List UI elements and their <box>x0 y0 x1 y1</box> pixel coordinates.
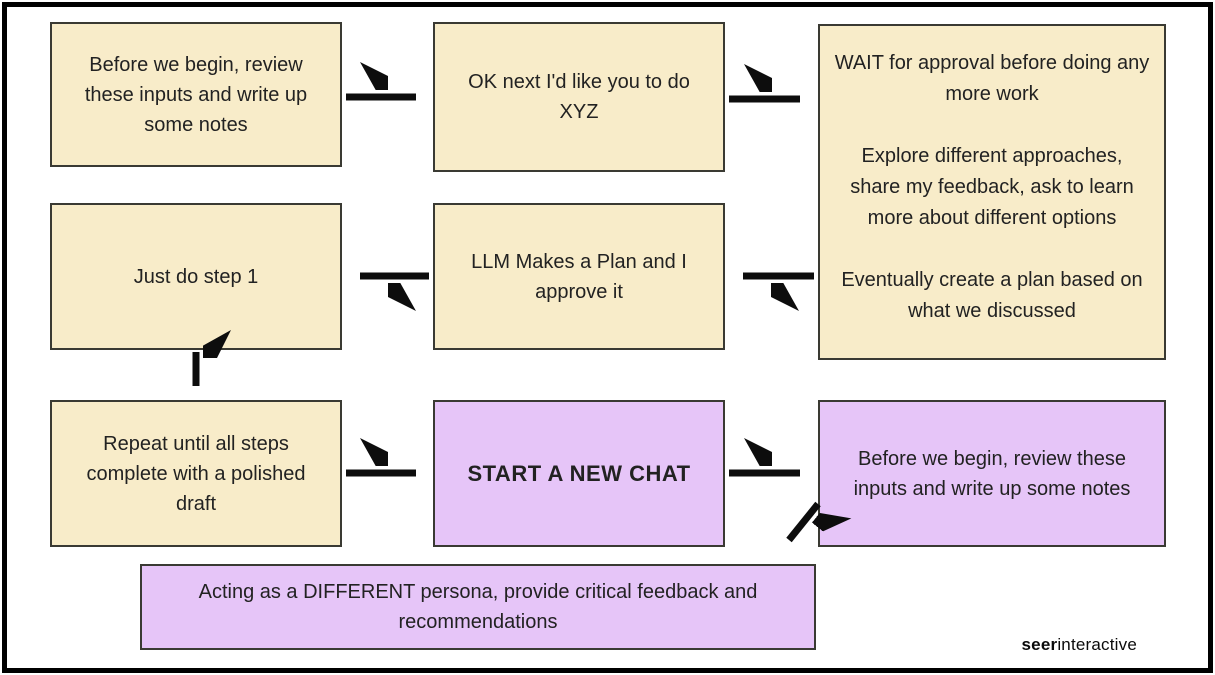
node-paragraph: WAIT for approval before doing any more … <box>834 52 1150 105</box>
flow-node-start-new-chat: START A NEW CHAT <box>433 400 725 547</box>
node-text: Just do step 1 <box>133 265 259 288</box>
logo-bold-part: seer <box>1021 635 1058 654</box>
flow-node-review-inputs-2: Before we begin, review these inputs and… <box>818 400 1166 547</box>
seer-interactive-logo: seerinteractive <box>1022 635 1137 655</box>
flow-node-review-inputs-1: Before we begin, review these inputs and… <box>50 22 342 167</box>
node-text: Repeat until all steps complete with a p… <box>86 432 306 515</box>
node-text: Acting as a DIFFERENT persona, provide c… <box>198 581 758 633</box>
node-text: START A NEW CHAT <box>467 461 691 486</box>
flow-node-wait-approval: WAIT for approval before doing any more … <box>818 24 1166 360</box>
flow-node-repeat-until-done: Repeat until all steps complete with a p… <box>50 400 342 547</box>
logo-regular-part: interactive <box>1057 635 1137 654</box>
node-paragraph: Eventually create a plan based on what w… <box>841 269 1143 322</box>
arrow-review2-to-persona <box>786 504 818 543</box>
flow-node-just-do-step-1: Just do step 1 <box>50 203 342 350</box>
flow-node-llm-makes-plan: LLM Makes a Plan and I approve it <box>433 203 725 350</box>
node-text: LLM Makes a Plan and I approve it <box>471 250 687 303</box>
node-text: OK next I'd like you to do XYZ <box>468 71 690 123</box>
flow-node-different-persona: Acting as a DIFFERENT persona, provide c… <box>140 564 816 650</box>
flow-node-ok-next-xyz: OK next I'd like you to do XYZ <box>433 22 725 172</box>
node-paragraph: Explore different approaches, share my f… <box>850 145 1134 229</box>
node-text: Before we begin, review these inputs and… <box>84 53 308 136</box>
node-text: Before we begin, review these inputs and… <box>853 447 1131 500</box>
